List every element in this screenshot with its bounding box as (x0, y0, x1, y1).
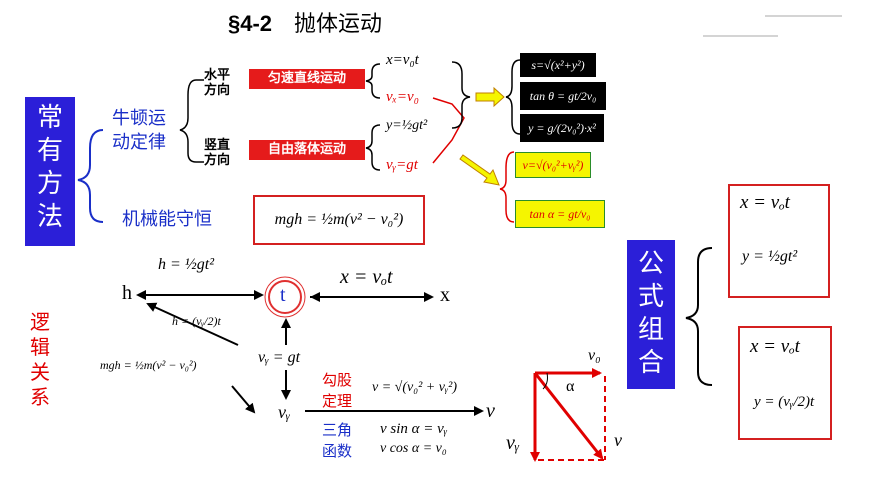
section-number: §4-2 (228, 11, 273, 36)
triangle-v0-label: v₀ (588, 347, 601, 364)
page-title: §4-2 抛体运动 (228, 6, 382, 38)
eq-mgh-network: mgh = ½m(v² − v₀²) (100, 358, 197, 372)
eq-h-vy-half-t: h = (vᵧ/2)t (172, 314, 221, 328)
newton-law-label: 牛顿运动定律 (112, 108, 166, 153)
horizontal-direction-label: 水平方向 (204, 68, 231, 98)
uniform-motion-tag: 匀速直线运动 (249, 69, 365, 89)
tan-alpha-box: tan α = gt/v₀ (515, 200, 605, 228)
formula-combo-box: 公式组合 (627, 240, 675, 389)
common-methods-box: 常有方法 (25, 97, 75, 246)
section-name: 抛体运动 (294, 11, 383, 36)
node-t: t (280, 284, 286, 306)
eq-vx-v0: vₓ=v₀ (386, 89, 419, 105)
logic-relation-label: 逻辑关系 (30, 310, 50, 409)
eq-vy-gt-network: vᵧ = gt (258, 349, 301, 366)
eq-cos: v cos α = v₀ (380, 441, 447, 456)
combo1-eq2: y = ½gt² (742, 248, 798, 265)
trig-label: 三角函数 (322, 421, 353, 460)
node-vy: vᵧ (278, 402, 291, 422)
eq-x-v0t: x=v₀t (386, 52, 419, 68)
triangle-alpha-label: α (566, 378, 575, 395)
eq-x-vot: x = vₒt (340, 266, 393, 288)
combo2-eq1: x = vₒt (750, 336, 800, 357)
combo2-eq2: y = (vᵧ/2)t (754, 394, 815, 410)
combo1-eq1: x = vₒt (740, 192, 790, 213)
displacement-box: s=√(x²+y²) (520, 53, 596, 77)
trajectory-box: y = g/(2v₀²)·x² (520, 114, 604, 142)
eq-sin: v sin α = vᵧ (380, 421, 448, 437)
tan-theta-box: tan θ = gt/2v₀ (520, 82, 606, 110)
free-fall-tag: 自由落体运动 (249, 140, 365, 160)
node-x: x (440, 284, 450, 306)
pythagoras-label: 勾股定理 (322, 371, 353, 410)
node-v: v (486, 400, 495, 422)
velocity-magnitude-box: v=√(v₀²+vᵧ²) (515, 152, 591, 178)
eq-pythagoras: v = √(v₀² + vᵧ²) (372, 380, 458, 395)
vertical-direction-label: 竖直方向 (204, 138, 231, 168)
combo-box-2: x = vₒt y = (vᵧ/2)t (738, 326, 832, 440)
eq-y-half-gt2: y=½gt² (386, 118, 428, 133)
eq-vy-gt: vᵧ=gt (386, 157, 418, 173)
triangle-v-label: v (614, 430, 622, 450)
node-h: h (122, 282, 132, 304)
triangle-vy-label: vᵧ (506, 432, 520, 454)
energy-equation-box: mgh = ½m(v² − v₀²) (253, 195, 425, 245)
combo-box-1: x = vₒt y = ½gt² (728, 184, 830, 298)
eq-h-half-gt2: h = ½gt² (158, 256, 215, 273)
energy-conservation-label: 机械能守恒 (122, 209, 212, 230)
